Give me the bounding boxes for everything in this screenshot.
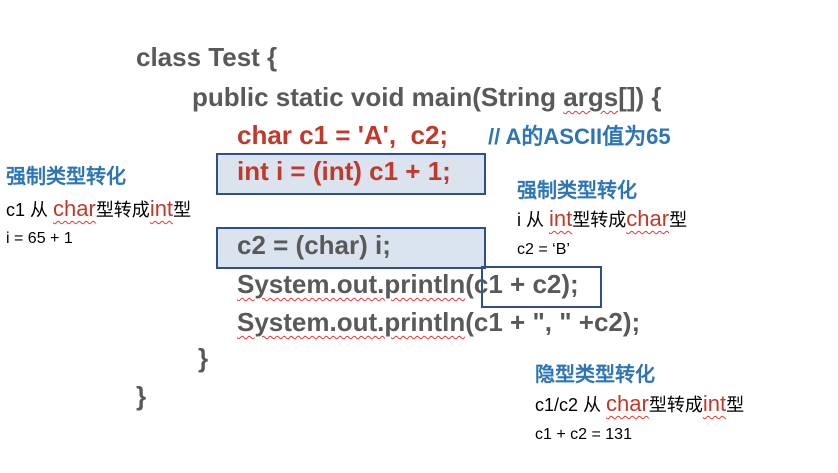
left-note-desc-c: 型 [173,200,192,220]
right-note-2-desc-c: 型 [726,395,745,415]
right-note-1-desc-b: 型转成 [572,210,627,230]
right-note-1-desc-c: 型 [669,210,688,230]
right-note-2-kw-char: char [606,391,649,416]
code-main-part-c: []) { [618,82,662,112]
highlight-box-sum [481,266,602,308]
right-note-2-calc: c1 + c2 = 131 [535,426,632,443]
code-main-args: args [563,82,619,112]
code-line-class: class Test { [136,42,278,72]
code-println-args-2: (c1 + ", " +c2); [465,307,641,337]
right-note-2-desc-a: c1/c2 从 [535,395,607,415]
highlight-box-char-cast [216,227,486,269]
right-note-1-title: 强制类型转化 [517,180,637,202]
code-line-char-decl: char c1 = 'A', c2; [237,120,449,150]
code-line-close-main: } [198,343,209,373]
right-note-2-kw-int: int [702,391,727,416]
code-println-call-1: System.out.println [237,269,466,299]
code-println-call-2: System.out.println [237,307,466,337]
right-note-2-desc-b: 型转成 [648,395,703,415]
left-note-kw-int: int [149,196,174,221]
right-note-1-calc: c2 = ‘B’ [517,241,570,258]
left-note-desc-b: 型转成 [95,200,150,220]
code-line-int-cast: int i = (int) c1 + 1; [237,156,451,186]
right-note-1-kw-char: char [626,206,670,231]
code-line-println-concat: System.out.println(c1 + ", " +c2); [237,307,640,337]
code-line-close-class: } [136,381,147,411]
left-note-desc-a: c1 从 [6,200,54,220]
code-line-char-cast: c2 = (char) i; [237,230,391,260]
highlight-box-int-cast [216,153,486,195]
left-note-calc: i = 65 + 1 [6,230,73,247]
right-note-1-kw-int: int [549,206,573,231]
code-line-println-sum: System.out.println(c1 + c2); [237,269,579,299]
right-note-1-desc-a: i 从 [517,210,550,230]
right-note-2-title: 隐型类型转化 [535,364,655,386]
left-note-title: 强制类型转化 [6,166,126,188]
left-note-desc: c1 从 char型转成int型 [6,196,191,222]
code-println-args-1: (c1 + c2); [465,269,579,299]
left-note-kw-char: char [53,196,96,221]
code-comment: // A的ASCII值为65 [488,124,671,149]
code-main-part-a: public static void main(String [192,82,564,112]
right-note-2-desc: c1/c2 从 char型转成int型 [535,391,744,417]
right-note-1-desc: i 从 int型转成char型 [517,206,687,232]
code-line-main: public static void main(String args[]) { [192,82,662,112]
